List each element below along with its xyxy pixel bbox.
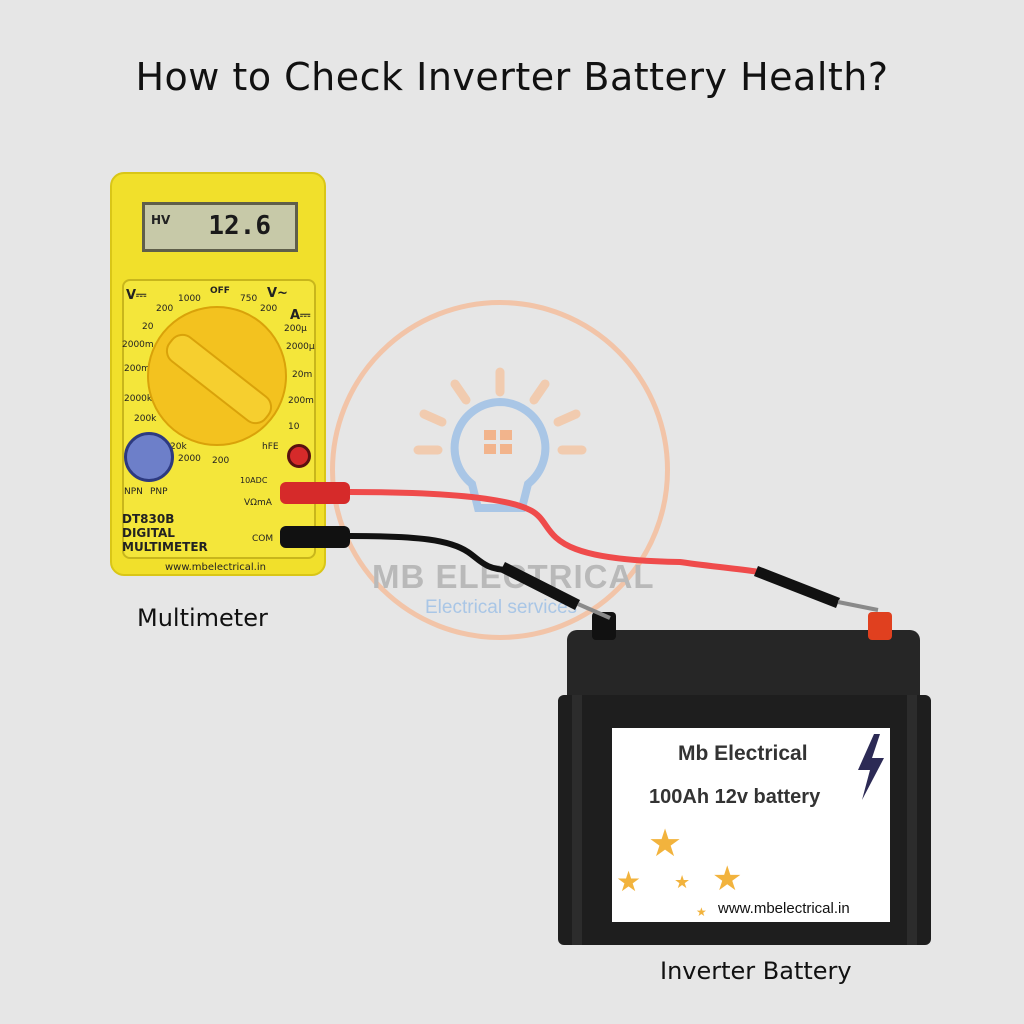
multimeter-display: HV 12.6: [142, 202, 298, 252]
bolt-icon: [858, 734, 884, 800]
dial-label: 2000: [178, 454, 201, 464]
battery-brand: Mb Electrical: [678, 742, 808, 765]
dial-label: V⎓: [126, 288, 147, 303]
red-probe: [754, 566, 840, 608]
model-name: MULTIMETER: [122, 540, 208, 554]
dial-label: 750: [240, 294, 258, 304]
dial-label: 10: [288, 422, 300, 432]
dial-label: 200m: [288, 396, 314, 406]
dial-label: 2000m: [122, 340, 154, 350]
dial-label: 2000µ: [286, 342, 315, 352]
dial-label: OFF: [210, 286, 230, 296]
battery-label-panel: Mb Electrical 100Ah 12v battery www.mbel…: [612, 728, 890, 922]
dial-label: hFE: [262, 442, 279, 452]
model-number: DT830B: [122, 512, 175, 526]
battery-caption: Inverter Battery: [660, 957, 852, 985]
port-label: VΩmA: [244, 498, 272, 508]
10a-jack[interactable]: [287, 444, 311, 468]
dial-label: 200m: [124, 364, 150, 374]
display-mode: HV: [151, 213, 171, 227]
dial-label: 200k: [134, 414, 157, 424]
star-icon: ★: [674, 872, 691, 893]
selector-knob[interactable]: [147, 306, 287, 446]
positive-terminal[interactable]: [868, 612, 892, 640]
page-title: How to Check Inverter Battery Health?: [135, 55, 889, 99]
red-probe-tip: [837, 600, 879, 612]
dial-label: 2000k: [124, 394, 153, 404]
red-lead: [349, 489, 761, 575]
port-label: COM: [252, 534, 274, 544]
dial-label: 200: [156, 304, 174, 314]
red-plug: [280, 482, 350, 504]
dial-label: 200µ: [284, 324, 307, 334]
transistor-socket: [124, 432, 174, 482]
battery-spec: 100Ah 12v battery: [649, 786, 821, 808]
port-label: 10ADC: [240, 476, 268, 485]
multimeter-caption: Multimeter: [137, 604, 268, 632]
dial-label: 200: [260, 304, 278, 314]
battery-lid: [567, 630, 920, 700]
dial-label: 20k: [170, 442, 187, 452]
dial-label: 200: [212, 456, 230, 466]
black-probe: [500, 562, 580, 610]
star-icon: ★: [712, 859, 743, 899]
watermark-ring: [330, 300, 670, 640]
dial-label: A⎓: [290, 308, 311, 323]
black-plug: [280, 526, 350, 548]
star-icon: ★: [696, 905, 707, 919]
star-icon: ★: [648, 821, 683, 865]
display-value: 12.6: [208, 211, 271, 241]
dial-label: V~: [267, 286, 288, 301]
dial-label: 20m: [292, 370, 313, 380]
model-label: DT830B DIGITAL MULTIMETER: [122, 512, 208, 554]
dial-label: 1000: [178, 294, 201, 304]
star-icon: ★: [616, 865, 642, 898]
black-probe-tip: [577, 602, 611, 620]
watermark-tagline: Electrical services: [425, 597, 578, 618]
multimeter-website: www.mbelectrical.in: [165, 562, 266, 573]
dial-label: 20: [142, 322, 154, 332]
black-lead: [349, 533, 511, 573]
socket-label: NPN: [124, 487, 143, 497]
multimeter: HV 12.6 V⎓ 200 1000 OFF 750 V~ 200 A⎓ 20…: [110, 172, 326, 576]
socket-label: PNP: [150, 487, 168, 497]
battery-website: www.mbelectrical.in: [718, 900, 850, 917]
model-type: DIGITAL: [122, 526, 175, 540]
